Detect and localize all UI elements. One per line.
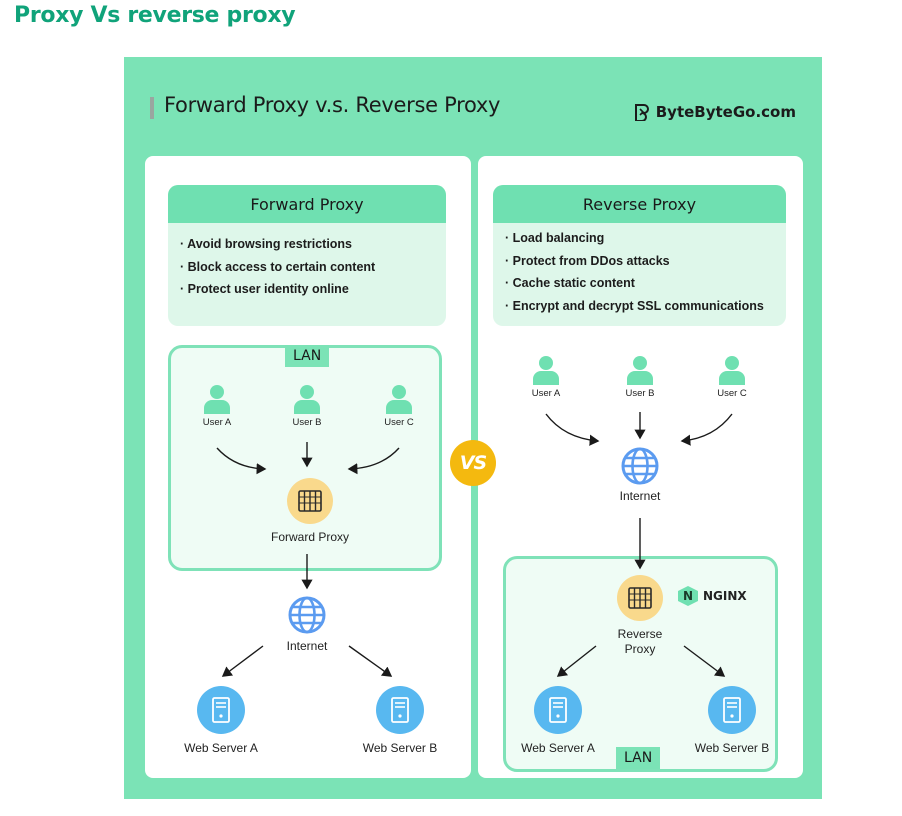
reverse-user-c: User C (712, 355, 752, 401)
reverse-feature-item: · Protect from DDos attacks (505, 253, 670, 268)
forward-feature-item: · Protect user identity online (180, 282, 349, 296)
user-label: User C (717, 388, 747, 399)
user-label: User B (625, 388, 655, 399)
user-icon (294, 385, 320, 414)
user-label: User A (202, 417, 232, 428)
user-label: User A (531, 388, 561, 399)
web-server-icon (376, 686, 424, 734)
reverse-feature-item: · Cache static content (505, 276, 635, 290)
proxy-server-icon (617, 575, 663, 621)
reverse-user-b: User B (620, 355, 660, 401)
nginx-logo: N NGINX (678, 586, 747, 606)
user-icon (719, 356, 745, 385)
arrow-internet-to-server-a (221, 645, 264, 677)
reverse-web-server-b: Web Server B (682, 686, 782, 756)
proxy-infographic: Forward Proxy v.s. Reverse Proxy ByteByt… (124, 57, 822, 799)
user-label: User B (292, 417, 322, 428)
brand-name: ByteByteGo.com (655, 103, 796, 121)
reverse-feature-box: Reverse Proxy · Load balancing · Protect… (493, 185, 786, 326)
forward-feature-item: · Block access to certain content (180, 259, 376, 274)
forward-lan-label: LAN (285, 345, 330, 367)
arrow-user-c-to-internet (680, 413, 733, 446)
reverse-lan-label: LAN (616, 747, 661, 769)
forward-web-server-a: Web Server A (171, 686, 271, 756)
forward-feature-item: · Avoid browsing restrictions (180, 237, 353, 251)
user-icon (533, 356, 559, 385)
user-icon (627, 356, 653, 385)
arrow-internet-to-server-b (348, 645, 393, 677)
reverse-proxy-panel: Reverse Proxy · Load balancing · Protect… (478, 156, 803, 778)
nginx-label: NGINX (703, 589, 747, 603)
web-server-label: Web Server A (184, 741, 258, 755)
forward-proxy-panel: Forward Proxy · Avoid browsing restricti… (145, 156, 471, 778)
user-icon (386, 385, 412, 414)
reverse-feature-item: · Load balancing (505, 231, 605, 245)
web-server-label: Web Server B (694, 741, 770, 755)
web-server-icon (534, 686, 582, 734)
forward-feature-list: · Avoid browsing restrictions · Block ac… (168, 223, 446, 301)
forward-feature-title: Forward Proxy (168, 185, 446, 223)
vs-label: VS (459, 452, 487, 474)
user-icon (204, 385, 230, 414)
user-label: User C (384, 417, 414, 428)
reverse-feature-item: · Encrypt and decrypt SSL communications (505, 298, 764, 313)
forward-user-b: User B (287, 384, 327, 430)
proxy-server-icon (287, 478, 333, 524)
globe-icon (288, 596, 326, 634)
forward-user-c: User C (379, 384, 419, 430)
web-server-icon (197, 686, 245, 734)
bytebytego-logo-icon (634, 104, 649, 121)
forward-proxy-node: Forward Proxy (245, 478, 375, 545)
forward-proxy-label: Forward Proxy (270, 530, 350, 544)
reverse-feature-title: Reverse Proxy (493, 185, 786, 223)
reverse-internet-node: Internet (600, 447, 680, 504)
forward-internet-label: Internet (286, 639, 328, 653)
web-server-icon (708, 686, 756, 734)
reverse-proxy-node: Reverse Proxy (590, 575, 690, 657)
reverse-proxy-label-line2: Proxy (624, 642, 656, 656)
forward-feature-box: Forward Proxy · Avoid browsing restricti… (168, 185, 446, 326)
infographic-title: Forward Proxy v.s. Reverse Proxy (164, 93, 501, 117)
reverse-web-server-a: Web Server A (508, 686, 608, 756)
forward-web-server-b: Web Server B (350, 686, 450, 756)
forward-user-a: User A (197, 384, 237, 430)
reverse-user-a: User A (526, 355, 566, 401)
reverse-proxy-label-line1: Reverse (617, 627, 663, 641)
vs-badge: VS (450, 440, 496, 486)
brand: ByteByteGo.com (634, 103, 796, 121)
reverse-feature-list: · Load balancing · Protect from DDos att… (493, 223, 786, 317)
page-title: Proxy Vs reverse proxy (14, 3, 296, 28)
web-server-label: Web Server A (521, 741, 595, 755)
forward-internet-node: Internet (267, 596, 347, 654)
nginx-icon: N (678, 586, 698, 606)
header-accent-bar (150, 97, 154, 119)
web-server-label: Web Server B (362, 741, 438, 755)
reverse-internet-label: Internet (619, 489, 661, 503)
arrow-user-a-to-internet (545, 413, 600, 446)
globe-icon (621, 447, 659, 485)
